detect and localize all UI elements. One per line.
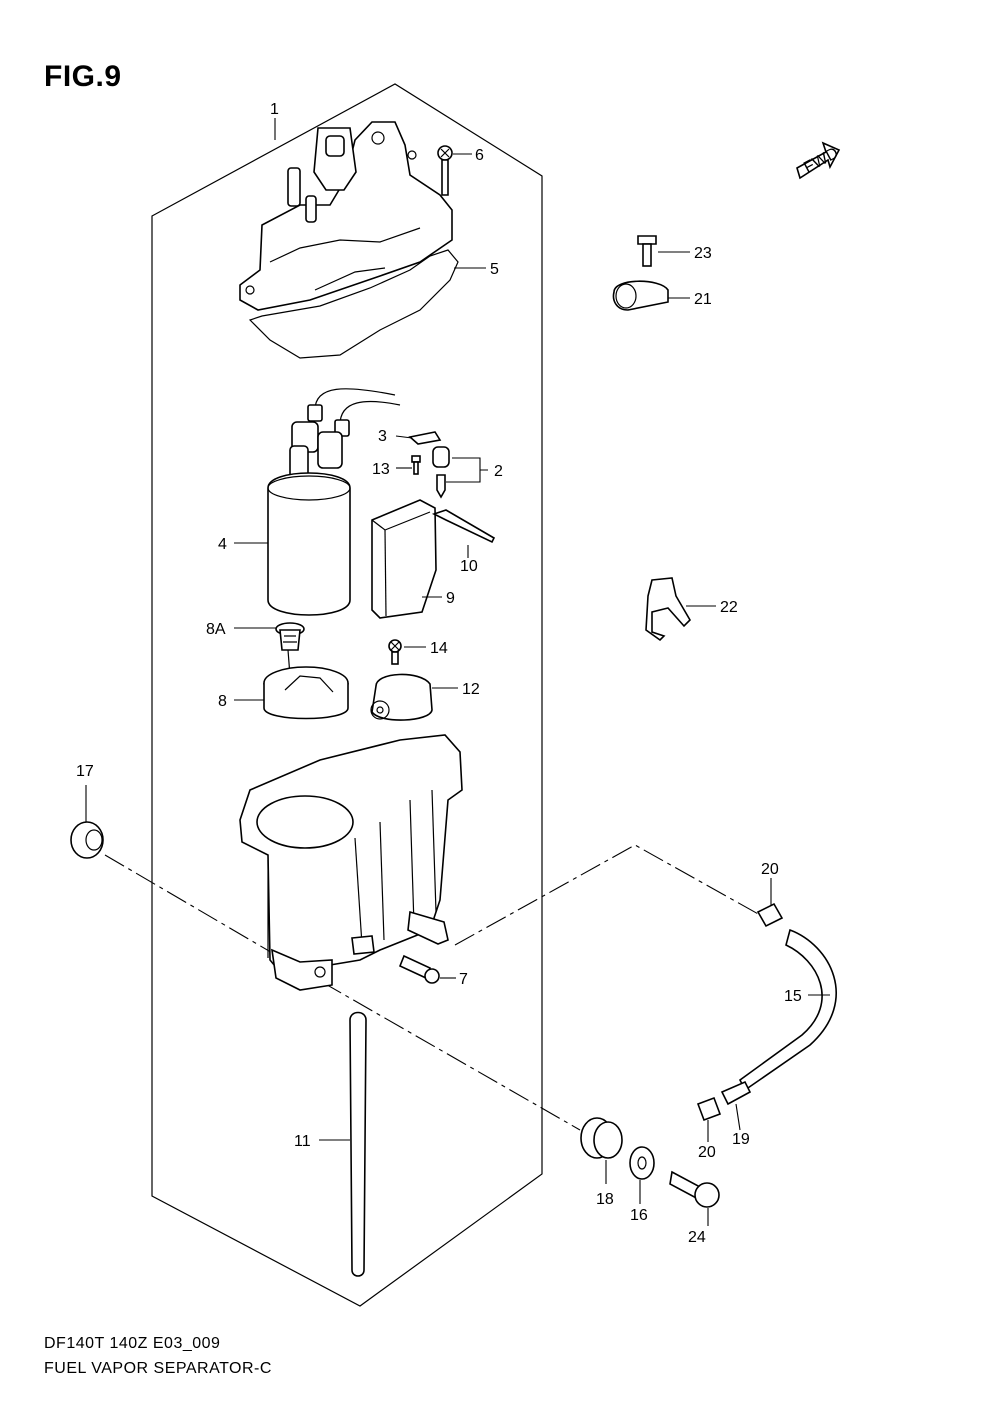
callout-7: 7: [459, 971, 468, 988]
callout-11: 11: [294, 1133, 311, 1150]
hose-15: [738, 928, 837, 1092]
screw-14: [388, 639, 402, 665]
figure-title: FIG.9: [44, 60, 122, 93]
leader-lines: [85, 118, 830, 1226]
callout-10: 10: [460, 558, 478, 575]
guide-line-15: [454, 844, 761, 946]
fuel-pump: [267, 388, 401, 616]
diagram-caption: FUEL VAPOR SEPARATOR-C: [44, 1360, 272, 1377]
bolt-7: [398, 954, 440, 984]
callout-20-upper: 20: [761, 861, 779, 878]
bolt-23: [637, 235, 657, 267]
callout-18: 18: [596, 1191, 614, 1208]
screw-13: [411, 455, 421, 475]
model-code: DF140T 140Z E03_009: [44, 1335, 221, 1352]
callout-12: 12: [462, 681, 480, 698]
callout-14: 14: [430, 640, 448, 657]
clamp-21: [612, 280, 669, 311]
clamp-22: [645, 577, 692, 642]
callout-19: 19: [732, 1131, 750, 1148]
grommet-17: [70, 821, 104, 859]
float: [371, 499, 437, 619]
hose-11: [349, 1011, 367, 1277]
callout-15: 15: [784, 988, 802, 1005]
assembly-boundary: [151, 83, 543, 1307]
fwd-arrow-icon: FWD: [796, 141, 841, 180]
callout-9: 9: [446, 590, 455, 607]
callout-2: 2: [494, 463, 503, 480]
float-pin: [431, 509, 496, 544]
clip-20-upper: [756, 902, 784, 928]
clip-20-lower: [696, 1096, 722, 1122]
gasket: [248, 249, 459, 359]
fwd-label: FWD: [801, 145, 841, 177]
filter: [275, 622, 305, 651]
callout-21: 21: [694, 291, 712, 308]
needle-valve-set: [432, 446, 450, 499]
callout-1: 1: [270, 101, 279, 118]
callout-8a: 8A: [206, 621, 226, 638]
callout-8: 8: [218, 693, 227, 710]
callout-3: 3: [378, 428, 387, 445]
pressure-regulator: [370, 673, 433, 721]
callout-labels: 1 2 3 4 5 6 7 8 8A 9 10 11 12 13 14 15 1…: [76, 101, 802, 1246]
screw-6: [437, 145, 453, 196]
separator-cover: [239, 121, 453, 311]
callout-4: 4: [218, 536, 227, 553]
guide-line-18: [321, 981, 581, 1131]
fitting-19: [720, 1080, 752, 1106]
callout-13: 13: [372, 461, 390, 478]
washer-16: [629, 1146, 655, 1180]
callout-16: 16: [630, 1207, 648, 1224]
callout-17: 17: [76, 763, 94, 780]
clip-3: [408, 431, 442, 445]
callout-5: 5: [490, 261, 499, 278]
callout-23: 23: [694, 245, 712, 262]
callout-24: 24: [688, 1229, 706, 1246]
separator-body: [239, 734, 463, 991]
callout-20-lower: 20: [698, 1144, 716, 1161]
pump-holder: [263, 666, 349, 720]
callout-22: 22: [720, 599, 738, 616]
grommet-18: [580, 1117, 623, 1159]
callout-6: 6: [475, 147, 484, 164]
bolt-24: [669, 1170, 720, 1208]
